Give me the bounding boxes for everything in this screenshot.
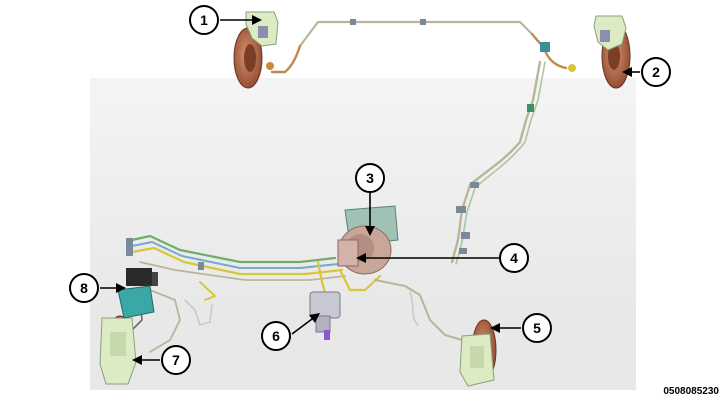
svg-text:1: 1 bbox=[200, 12, 208, 28]
svg-text:6: 6 bbox=[272, 328, 280, 344]
main-rear-line bbox=[450, 60, 542, 264]
svg-text:3: 3 bbox=[366, 170, 374, 186]
proportioning-valve bbox=[309, 291, 341, 340]
front-left-line-2 bbox=[184, 299, 213, 326]
front-left-line bbox=[149, 289, 181, 353]
bundle-line-2 bbox=[131, 241, 339, 269]
svg-text:5: 5 bbox=[533, 320, 541, 336]
valve-line-2 bbox=[338, 268, 382, 292]
svg-text:8: 8 bbox=[80, 280, 88, 296]
callout-4: 4 bbox=[499, 243, 529, 273]
callout-3: 3 bbox=[355, 163, 385, 193]
svg-text:2: 2 bbox=[652, 64, 660, 80]
master-cylinder bbox=[337, 239, 359, 267]
rear-left-hose bbox=[270, 44, 302, 74]
rear-right-brake bbox=[540, 15, 631, 89]
figure-id: 0508085230 bbox=[663, 386, 719, 397]
leader-arrowheads bbox=[116, 15, 632, 365]
callout-2: 2 bbox=[641, 57, 671, 87]
svg-text:4: 4 bbox=[510, 250, 518, 266]
callout-5: 5 bbox=[522, 313, 552, 343]
line-clips bbox=[126, 19, 534, 270]
callout-1: 1 bbox=[189, 5, 219, 35]
svg-text:7: 7 bbox=[172, 352, 180, 368]
front-right-line bbox=[374, 279, 463, 341]
callout-7: 7 bbox=[161, 345, 191, 375]
bundle-line-1 bbox=[130, 234, 337, 264]
front-right-brake bbox=[459, 319, 497, 387]
front-left-brake bbox=[99, 315, 137, 385]
front-right-hose bbox=[409, 291, 419, 326]
callout-6: 6 bbox=[261, 321, 291, 351]
rear-left-brake bbox=[233, 11, 279, 89]
rear-crossover-line bbox=[298, 20, 534, 48]
main-rear-line-2 bbox=[455, 61, 546, 265]
brake-booster bbox=[337, 205, 399, 275]
callout-8: 8 bbox=[69, 273, 99, 303]
brake-lines bbox=[130, 20, 568, 353]
abs-module bbox=[117, 268, 158, 319]
valve-line-3 bbox=[199, 281, 216, 301]
bundle-line-3 bbox=[130, 246, 344, 276]
